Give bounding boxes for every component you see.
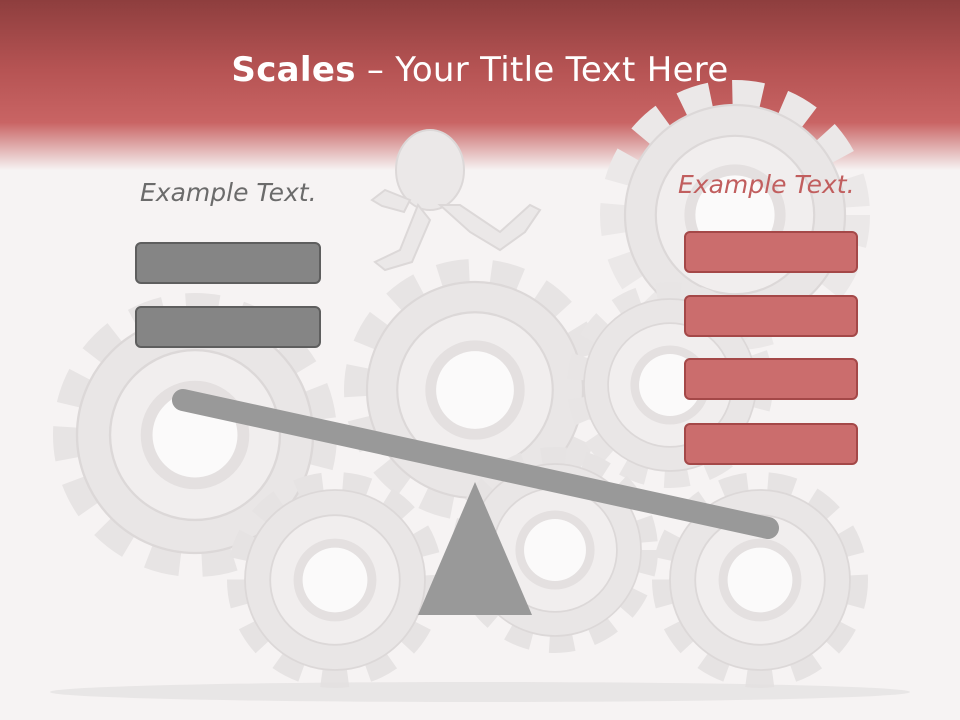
title-bold: Scales [231,50,356,90]
right-weight-box-3[interactable] [684,358,858,400]
seesaw-beam [172,389,779,539]
left-weight-box-2[interactable] [135,306,321,348]
right-weight-box-4[interactable] [684,423,858,465]
gear-icon [600,80,870,350]
gear-icon [652,472,868,688]
left-weight-box-1[interactable] [135,242,321,284]
left-caption: Example Text. [140,178,317,207]
right-caption: Example Text. [678,170,855,199]
gear-icon [452,447,658,653]
page-title: Scales – Your Title Text Here [0,50,960,90]
seesaw-fulcrum [418,482,532,615]
right-weight-box-2[interactable] [684,295,858,337]
title-rest: – Your Title Text Here [355,50,729,90]
right-weight-box-1[interactable] [684,231,858,273]
running-figure-icon [370,129,542,272]
gear-icon [227,472,443,688]
